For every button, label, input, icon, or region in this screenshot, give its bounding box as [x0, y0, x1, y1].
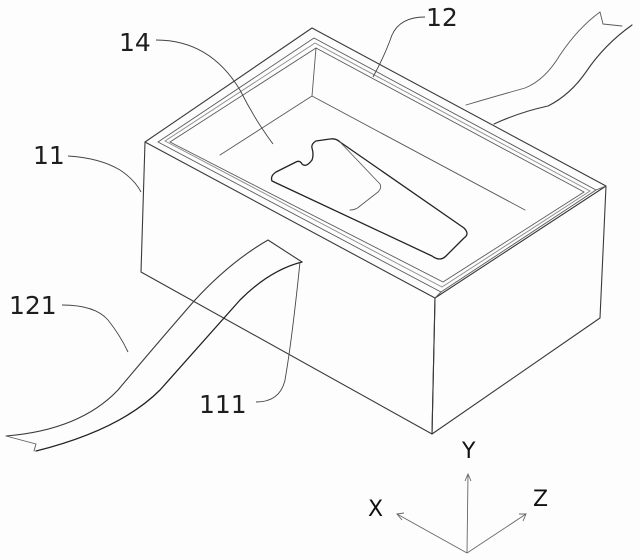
box-body — [140, 27, 607, 435]
inner-object — [270, 138, 468, 260]
axis-label-y: Y — [462, 439, 476, 464]
leader-11 — [67, 155, 142, 193]
callout-11: 11 — [33, 141, 65, 170]
callout-111: 111 — [199, 390, 247, 419]
axis-triad — [396, 472, 527, 554]
leader-lines — [61, 16, 426, 403]
callout-121: 121 — [9, 291, 57, 320]
rim-front-inner — [169, 141, 585, 283]
y-axis-arrowhead — [464, 472, 472, 482]
ribbon-back-edge-bottom — [493, 24, 633, 125]
leader-121 — [61, 304, 129, 353]
rim-line-outer — [157, 37, 597, 191]
z-axis-arrow — [466, 513, 527, 554]
rim-frame — [157, 37, 607, 299]
box-right-face — [431, 185, 607, 435]
rim-front-outer — [157, 141, 597, 293]
inner-object-crease — [339, 141, 382, 211]
rim-line-mid — [164, 42, 591, 192]
leader-14 — [155, 39, 274, 145]
ribbon-edge-bottom — [35, 261, 303, 452]
ribbon-edge-top — [5, 239, 303, 437]
inner-cavity — [219, 47, 526, 211]
ribbon-back-edge-top — [465, 11, 623, 106]
rim-front-mid — [164, 140, 591, 288]
leader-111 — [255, 261, 301, 403]
ribbon-cable-front — [5, 239, 303, 452]
rim-corner-step-right — [595, 185, 607, 191]
callout-14: 14 — [119, 28, 151, 57]
box-left-face — [140, 141, 436, 435]
rim-corner-step — [434, 291, 442, 299]
callout-12: 12 — [426, 3, 458, 32]
inner-object-outline — [270, 138, 468, 260]
ribbon-cut-end — [5, 435, 37, 452]
ribbon-cable-back — [465, 11, 633, 125]
cavity-back-corner — [311, 47, 317, 97]
axis-label-x: X — [368, 497, 384, 522]
x-axis-arrowhead — [396, 512, 405, 521]
cavity-floor-back — [219, 95, 526, 211]
z-axis-arrowhead — [519, 513, 527, 522]
x-axis-arrow — [396, 513, 468, 554]
axis-label-z: Z — [533, 487, 549, 512]
leader-12 — [372, 16, 426, 78]
y-axis-arrow — [466, 473, 469, 554]
